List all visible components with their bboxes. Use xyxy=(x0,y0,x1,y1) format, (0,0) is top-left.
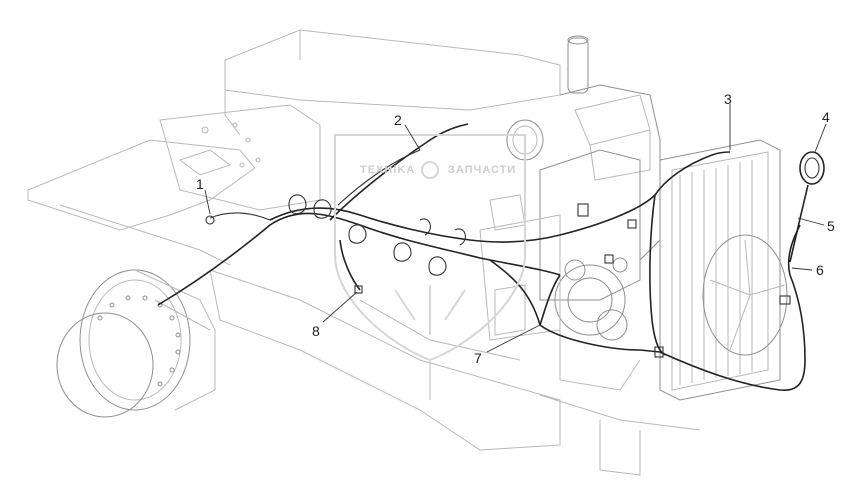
indicator-cap xyxy=(799,151,825,185)
callout-labels: 1 2 3 4 5 6 7 8 xyxy=(196,91,835,366)
callout-6: 6 xyxy=(816,262,824,278)
watermark: TEXHIKA ЗАПЧАСТИ xyxy=(334,134,526,362)
callout-4: 4 xyxy=(822,109,830,125)
engine-block xyxy=(479,35,661,391)
wheel-hub xyxy=(56,269,216,418)
callout-leaders xyxy=(204,104,827,353)
watermark-left-text: TEXHIKA xyxy=(360,164,415,176)
callout-7: 7 xyxy=(474,350,482,366)
machine-body-outline xyxy=(27,29,701,476)
callout-5: 5 xyxy=(827,218,835,234)
wiring-harness xyxy=(157,123,809,391)
callout-3: 3 xyxy=(724,91,732,107)
callout-8: 8 xyxy=(312,323,320,339)
callout-1: 1 xyxy=(196,176,204,192)
radiator xyxy=(659,139,788,401)
callout-2: 2 xyxy=(394,112,402,128)
watermark-right-text: ЗАПЧАСТИ xyxy=(448,164,516,176)
